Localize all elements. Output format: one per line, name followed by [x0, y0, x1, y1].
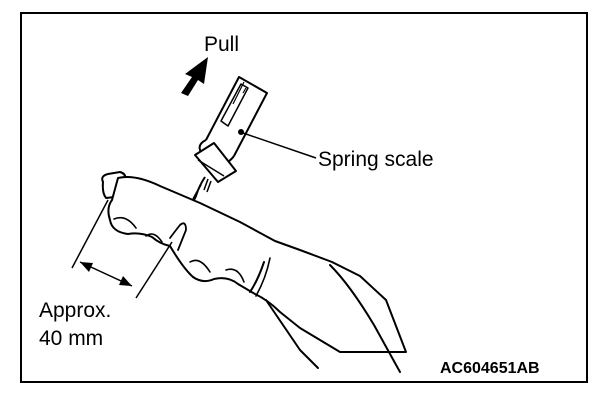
approx-label-line1: Approx.: [39, 299, 111, 322]
spring-scale: [179, 76, 268, 207]
approx-label-line2: 40 mm: [39, 327, 103, 350]
spring-scale-leader-line: [242, 132, 317, 159]
brake-lever: [101, 171, 407, 373]
figure-frame: [20, 12, 588, 383]
pull-arrow-icon: [181, 57, 208, 96]
spring-scale-label: Spring scale: [318, 148, 434, 171]
pull-label: Pull: [204, 33, 239, 56]
figure-code: AC604651AB: [440, 360, 540, 377]
dimension-lines: [71, 199, 173, 299]
